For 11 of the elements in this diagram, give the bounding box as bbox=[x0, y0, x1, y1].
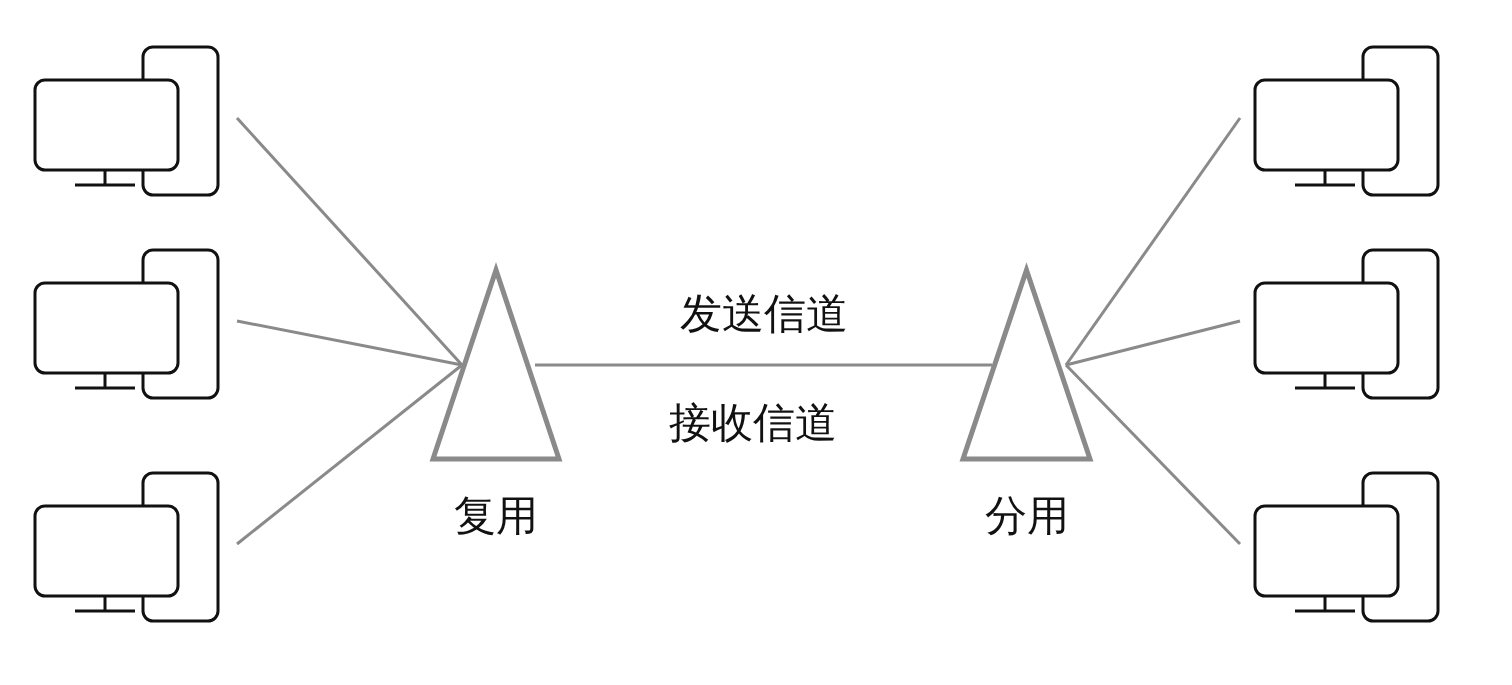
channel-label: 接收信道 bbox=[669, 402, 837, 444]
edge-label: 发送信道 bbox=[679, 293, 848, 335]
node-caption: 分用 bbox=[984, 495, 1069, 537]
connector-line bbox=[1065, 319, 1241, 367]
connector-line bbox=[236, 363, 463, 546]
connector-line bbox=[1064, 363, 1242, 546]
node-caption: 复用 bbox=[454, 495, 538, 537]
connector-line bbox=[1064, 117, 1242, 366]
connector-line bbox=[235, 117, 464, 366]
connector-line bbox=[236, 319, 463, 367]
connector-line bbox=[535, 363, 992, 367]
